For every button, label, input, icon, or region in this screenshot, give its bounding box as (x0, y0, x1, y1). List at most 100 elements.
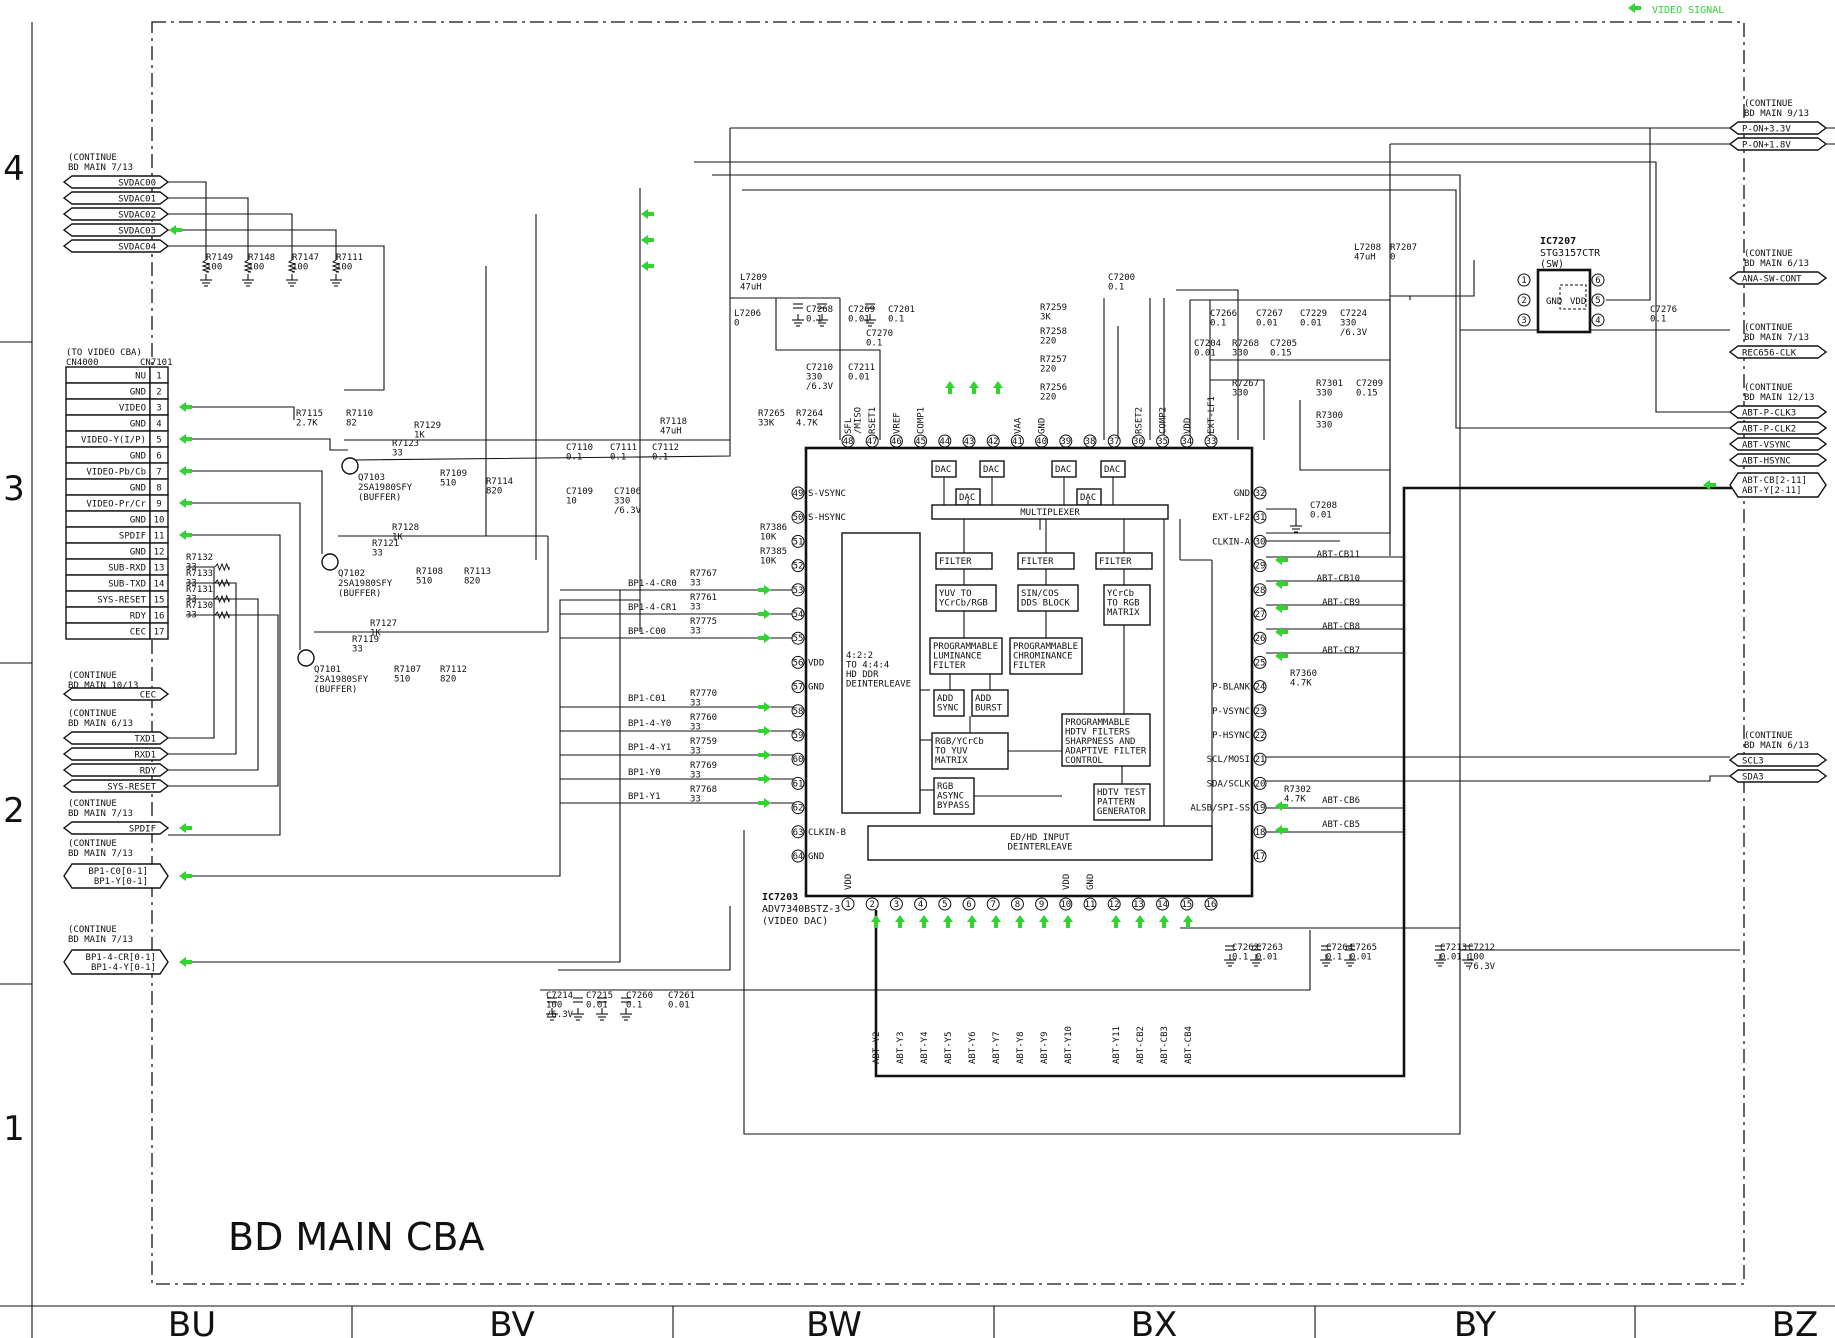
signal-arrow-icon (1275, 579, 1288, 589)
label-line: 0.15 (1356, 388, 1378, 398)
label-line: 47uH (740, 282, 762, 292)
label-line: 0.1 (806, 314, 822, 324)
label-line: 2SA1980SFY (338, 579, 393, 589)
label-line: 21 (1255, 755, 1266, 765)
bus-label: BP1-4-Y1 (628, 743, 671, 753)
pin-number: 64 (793, 852, 804, 862)
label-line: C7267 (1256, 309, 1283, 319)
label-line: 9 (1039, 900, 1044, 910)
multiplexer-label: MULTIPLEXER (1020, 508, 1080, 518)
label-line: GND (808, 852, 824, 862)
label-line: 13 (154, 564, 165, 574)
label-line: R7110 (346, 409, 373, 419)
label-line: 46 (891, 437, 902, 447)
cn-row-num: 16 (154, 612, 165, 622)
pin-number: 16 (1206, 900, 1217, 910)
label-line: HDTV FILTERS (1065, 727, 1130, 737)
cn-row-label: GND (130, 484, 146, 494)
signal-arrow-icon (1015, 915, 1025, 928)
ic7207-gnd: GND (1546, 297, 1562, 307)
cn-row-num: 14 (154, 580, 165, 590)
pin-marker (1591, 293, 1605, 307)
label-line: R7112 (440, 665, 467, 675)
label-line: SVDAC03 (118, 227, 156, 237)
pin-marker (1083, 897, 1097, 911)
label-line: 9 (156, 500, 161, 510)
label-line: 11 (154, 532, 165, 542)
label-line: 33 (352, 644, 363, 654)
pin-marker (1059, 434, 1073, 448)
label-line: 2.7K (296, 418, 318, 428)
label-line: 33 (690, 602, 701, 612)
label-line: ABT-Y7 (992, 1031, 1002, 1064)
label-line: C7208 (1310, 501, 1337, 511)
pin-number: 21 (1255, 755, 1266, 765)
filter-block-label: FILTER (1021, 557, 1054, 567)
note: (CONTINUE (68, 925, 117, 935)
label-line: R7770 (690, 689, 717, 699)
label-line: 0.15 (1270, 348, 1292, 358)
note: (CONTINUE (68, 671, 117, 681)
label-line: TO 4:4:4 (846, 660, 889, 670)
cn-row-num: 15 (154, 596, 165, 606)
label-line: R7114 (486, 477, 513, 487)
label-line: SDA3 (1742, 773, 1764, 783)
label-line: R7147 (292, 253, 319, 263)
label-line: ABT-CB3 (1160, 1026, 1170, 1064)
label-line: RGB/YCrCb (935, 737, 984, 747)
bus-label: BP1-4-CR0 (628, 579, 677, 589)
label-line: 33K (758, 418, 775, 428)
label-line: 330 (1232, 348, 1248, 358)
label-line: SPDIF (119, 532, 146, 542)
label-line: 3K (1040, 312, 1051, 322)
sincos-block (1017, 584, 1079, 612)
pin-marker (841, 434, 855, 448)
pin-marker (1591, 313, 1605, 327)
offpage-label: CEC (140, 691, 156, 701)
pin-marker (791, 825, 805, 839)
pin-marker (791, 680, 805, 694)
label-line: ADAPTIVE FILTER (1065, 746, 1147, 756)
cn-row-num: 17 (154, 628, 165, 638)
prog-luminance-block (929, 637, 1003, 675)
prog-chrominance-block (1009, 637, 1083, 675)
label-line: ABT-Y11 (1112, 1026, 1122, 1064)
cn-row-label: SUB-TXD (108, 580, 146, 590)
pin-label: EXT-LF2 (1212, 513, 1250, 523)
cn-row-label: RDY (130, 612, 147, 622)
wire (540, 930, 1311, 991)
label-line: 0.01 (1256, 952, 1278, 962)
pin-number: 7 (990, 900, 995, 910)
label-line: C7201 (888, 305, 915, 315)
label-line: YUV TO (939, 589, 972, 599)
pin-marker (1253, 534, 1267, 548)
pin-marker (791, 631, 805, 645)
zone-col-label: BX (1131, 1305, 1178, 1338)
label-line: R7302 (1284, 785, 1311, 795)
label-line: SYS-RESET (107, 783, 156, 793)
pin-number: 1 (845, 900, 850, 910)
label-line: VDD (1062, 874, 1072, 890)
label-line: BP1-Y1 (628, 792, 661, 802)
board-title: BD MAIN CBA (228, 1215, 485, 1259)
label-line: C7263 (1256, 943, 1283, 953)
note: BD MAIN 7/13 (68, 849, 133, 859)
pin-marker (938, 897, 952, 911)
note: (CONTINUE (68, 153, 117, 163)
label-line: R7132 (186, 553, 213, 563)
offpage-connector (1728, 753, 1828, 767)
pin-marker (1591, 273, 1605, 287)
